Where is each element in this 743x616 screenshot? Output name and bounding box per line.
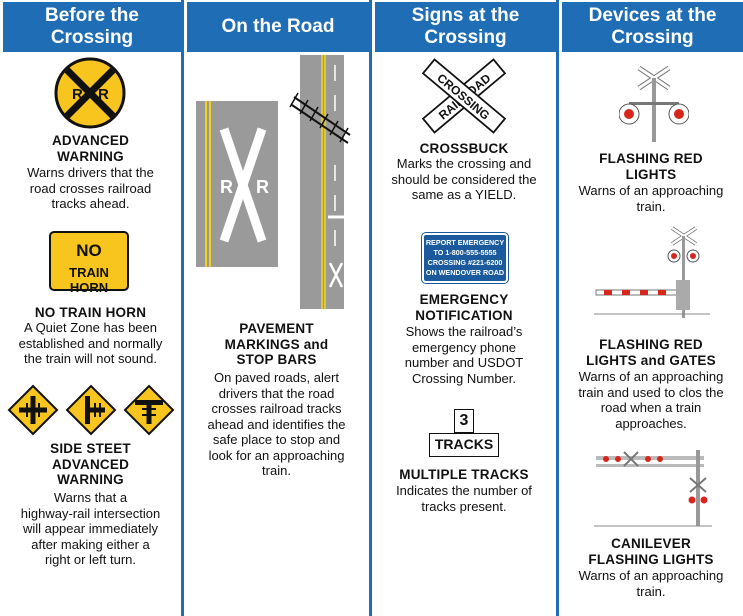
svg-text:R: R: [98, 86, 109, 103]
header-before-crossing: Before the Crossing: [3, 2, 181, 52]
header-on-the-road: On the Road: [187, 2, 369, 52]
multiple-tracks-word: TRACKS: [434, 436, 494, 452]
crossbuck-desc: Marks the crossing and should be conside…: [391, 156, 537, 202]
emergency-desc: Shows the railroad’s emergency phone num…: [404, 324, 524, 386]
side-street-title: SIDE STEET ADVANCED WARNING: [50, 441, 131, 487]
multiple-tracks-number: 3: [459, 412, 469, 429]
advanced-warning-desc: Warns drivers that the road crosses rail…: [27, 165, 154, 211]
flashing-red-lights-icon: [619, 65, 689, 142]
cantilever-flashing-lights-icon: [594, 450, 712, 527]
column-divider: [556, 0, 559, 616]
advanced-warning-title: ADVANCED WARNING: [51, 133, 130, 164]
svg-text:R: R: [220, 177, 233, 197]
multiple-tracks-title: MULTIPLE TRACKS: [399, 467, 529, 482]
cantilever-title: CANILEVER FLASHING LIGHTS: [588, 536, 714, 567]
no-train-horn-sign-line1: NO: [76, 241, 102, 260]
emergency-sign-line: ON WENDOVER ROAD: [425, 268, 505, 277]
column-divider: [369, 0, 372, 616]
crossbuck-sign-icon: RAILROAD CROSSING: [422, 58, 506, 134]
pavement-markings-desc: On paved roads, alert drivers that the r…: [207, 370, 346, 478]
flashing-red-lights-desc: Warns of an approaching train.: [578, 183, 724, 214]
emergency-title: EMERGENCY NOTIFICATION: [415, 292, 513, 323]
header-devices-at-crossing: Devices at the Crossing: [562, 2, 743, 52]
emergency-sign-line: CROSSING #221-6200: [427, 258, 503, 267]
column-before-crossing: Before the Crossing R R ADVANCED WARNING…: [0, 0, 181, 616]
no-train-horn-sign-icon: NO TRAIN HORN: [49, 231, 129, 295]
column-devices-at-crossing: Devices at the Crossing FLASHING RED LIG…: [559, 0, 743, 616]
flashing-lights-and-gates-icon: [594, 226, 710, 318]
flashing-gates-title: FLASHING RED LIGHTS and GATES: [586, 337, 716, 368]
column-divider: [181, 0, 184, 616]
pavement-markings-title: PAVEMENT MARKINGS and STOP BARS: [224, 321, 329, 367]
column-on-the-road: On the Road R R PAVEMENT MARKINGS and ST…: [184, 0, 369, 616]
emergency-notification-sign-icon: REPORT EMERGENCY TO 1-800-555-5555 CROSS…: [421, 232, 509, 284]
railroad-advance-warning-sign-icon: R R: [54, 57, 126, 129]
svg-text:R: R: [256, 177, 269, 197]
header-signs-at-crossing: Signs at the Crossing: [375, 2, 556, 52]
multiple-tracks-desc: Indicates the number of tracks present.: [396, 483, 532, 514]
pavement-marking-lane-icon: R R: [196, 101, 278, 267]
emergency-sign-line: REPORT EMERGENCY: [425, 238, 505, 247]
no-train-horn-desc: A Quiet Zone has been established and no…: [18, 320, 163, 366]
road-overview-icon: [289, 55, 351, 309]
emergency-sign-line: TO 1-800-555-5555: [433, 248, 497, 257]
multiple-tracks-word-icon: TRACKS: [429, 433, 499, 457]
flashing-red-lights-title: FLASHING RED LIGHTS: [599, 151, 703, 182]
side-street-desc: Warns that a highway-rail intersection w…: [20, 490, 161, 567]
side-street-warning-signs-icon: [7, 384, 175, 436]
no-train-horn-sign-line2: TRAIN HORN: [69, 265, 109, 295]
column-signs-at-crossing: Signs at the Crossing RAILROAD CROSSING …: [372, 0, 556, 616]
crossbuck-title: CROSSBUCK: [419, 141, 509, 156]
svg-text:R: R: [72, 86, 83, 103]
multiple-tracks-number-icon: 3: [454, 409, 474, 433]
flashing-gates-desc: Warns of an approaching train and used t…: [578, 369, 724, 431]
cantilever-desc: Warns of an approaching train.: [578, 568, 724, 599]
no-train-horn-title: NO TRAIN HORN: [34, 305, 147, 320]
